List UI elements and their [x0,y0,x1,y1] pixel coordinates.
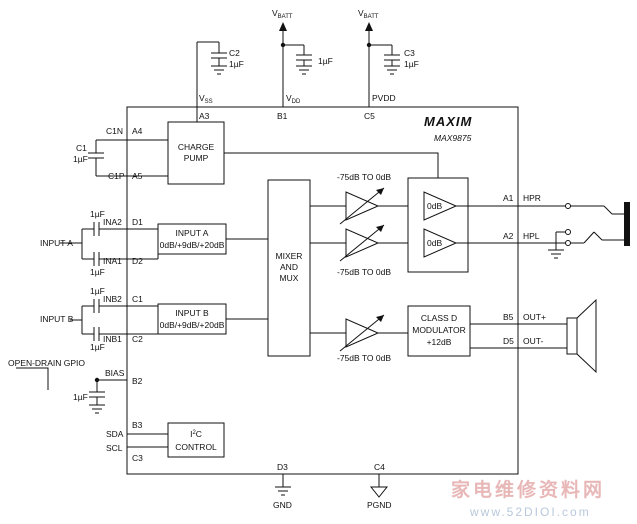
c3-pin: C3 [132,453,143,463]
class-d-label-3: +12dB [427,337,452,347]
hpr-label: HPR [523,193,541,203]
speaker-icon [566,298,597,374]
d5-pin: D5 [503,336,514,346]
volume-top [310,187,424,225]
c1-cap-label: C1 [76,143,87,153]
input-b-block [157,303,227,335]
ina1-cap-value: 1µF [90,267,105,277]
vss-net [196,41,227,107]
watermark-url: www.52DIOI.com [469,505,591,519]
volume-mid [310,224,424,262]
mixer-mux-block [267,179,311,357]
hp-amp-left-gain: 0dB [427,238,442,248]
scl-label: SCL [106,443,123,453]
vbatt-left-label: VBATT [272,8,293,20]
b5-pin: B5 [503,312,514,322]
a5-pin: A5 [132,171,143,181]
d2-pin: D2 [132,256,143,266]
charge-pump-block [167,121,225,185]
headphone-jack-icon [548,202,630,259]
mixer-label-2: AND [280,262,298,272]
c1-flying-cap [88,139,168,177]
bias-cap-value: 1µF [73,392,88,402]
sda-label: SDA [106,429,124,439]
c2-label: C2 [229,48,240,58]
c1p-label: C1P [108,171,125,181]
b1-pin: B1 [277,111,288,121]
input-b-gain-label: 0dB/+9dB/+20dB [160,320,225,330]
b2-pin: B2 [132,376,143,386]
hp-amp-right [423,191,500,221]
pvdd-net [365,22,400,107]
vbatt-right-label: VBATT [358,8,379,20]
i2c-label: I2C [190,429,202,439]
input-b-block-label: INPUT B [175,308,209,318]
i2c-control-label: CONTROL [175,442,217,452]
outm-label: OUT- [523,336,543,346]
input-b-external: INPUT B [40,314,74,324]
c2-pin: C2 [132,334,143,344]
pgnd-label: PGND [367,500,392,510]
volume-bot-label: -75dB TO 0dB [337,353,391,363]
maxim-logo: MAXIM [424,114,473,129]
pvdd-pin-label: PVDD [372,93,396,103]
c5-pin: C5 [364,111,375,121]
a4-pin: A4 [132,126,143,136]
gnd-label: GND [273,500,292,510]
ina2-cap-value: 1µF [90,209,105,219]
input-a-gain-label: 0dB/+9dB/+20dB [160,240,225,250]
input-a-external: INPUT A [40,238,73,248]
class-d-label-1: CLASS D [421,313,457,323]
c2-value: 1µF [229,59,244,69]
class-d-block [407,305,471,357]
a1-pin: A1 [503,193,514,203]
a2-pin: A2 [503,231,514,241]
hp-amp-right-gain: 0dB [427,201,442,211]
inb2-label: INB2 [103,294,122,304]
mixer-label-1: MIXER [276,251,303,261]
c1-cap-value: 1µF [73,154,88,164]
c3-label: C3 [404,48,415,58]
a3-pin: A3 [199,111,210,121]
b3-pin: B3 [132,420,143,430]
mixer-label-3: MUX [280,273,299,283]
volume-top-label: -75dB TO 0dB [337,172,391,182]
input-a-wiring [60,222,159,266]
ina1-label: INA1 [103,256,122,266]
vdd-net [279,22,312,107]
c1-pin: C1 [132,294,143,304]
hpl-label: HPL [523,231,540,241]
bias-label: BIAS [105,368,125,378]
class-d-label-2: MODULATOR [412,325,466,335]
inb2-cap-value: 1µF [90,286,105,296]
headphone-amp-block [407,177,469,273]
gnd-symbol [275,474,291,496]
vss-pin-label: VSS [199,93,213,105]
d1-pin: D1 [132,217,143,227]
charge-pump-label-1: CHARGE [178,142,215,152]
part-number: MAX9875 [434,133,472,143]
hp-amp-left [423,228,500,258]
charge-pump-label-2: PUMP [184,153,209,163]
gpio-label: OPEN-DRAIN GPIO [8,358,85,368]
inb1-cap-value: 1µF [90,342,105,352]
watermark-cn: 家电维修资料网 [451,478,605,501]
input-a-block [157,223,227,255]
c1n-label: C1N [106,126,123,136]
pgnd-symbol [369,474,389,498]
c4-pin: C4 [374,462,385,472]
vdd-pin-label: VDD [286,93,301,105]
inb1-label: INB1 [103,334,122,344]
input-b-wiring [70,299,158,341]
ina2-label: INA2 [103,217,122,227]
volume-bot [310,314,408,352]
i2c-control-block [167,422,225,458]
bias-wiring [16,367,127,414]
outp-label: OUT+ [523,312,546,322]
vdd-cap-value: 1µF [318,56,333,66]
input-a-block-label: INPUT A [176,228,209,238]
volume-mid-label: -75dB TO 0dB [337,267,391,277]
d3-pin: D3 [277,462,288,472]
c3-value: 1µF [404,59,419,69]
